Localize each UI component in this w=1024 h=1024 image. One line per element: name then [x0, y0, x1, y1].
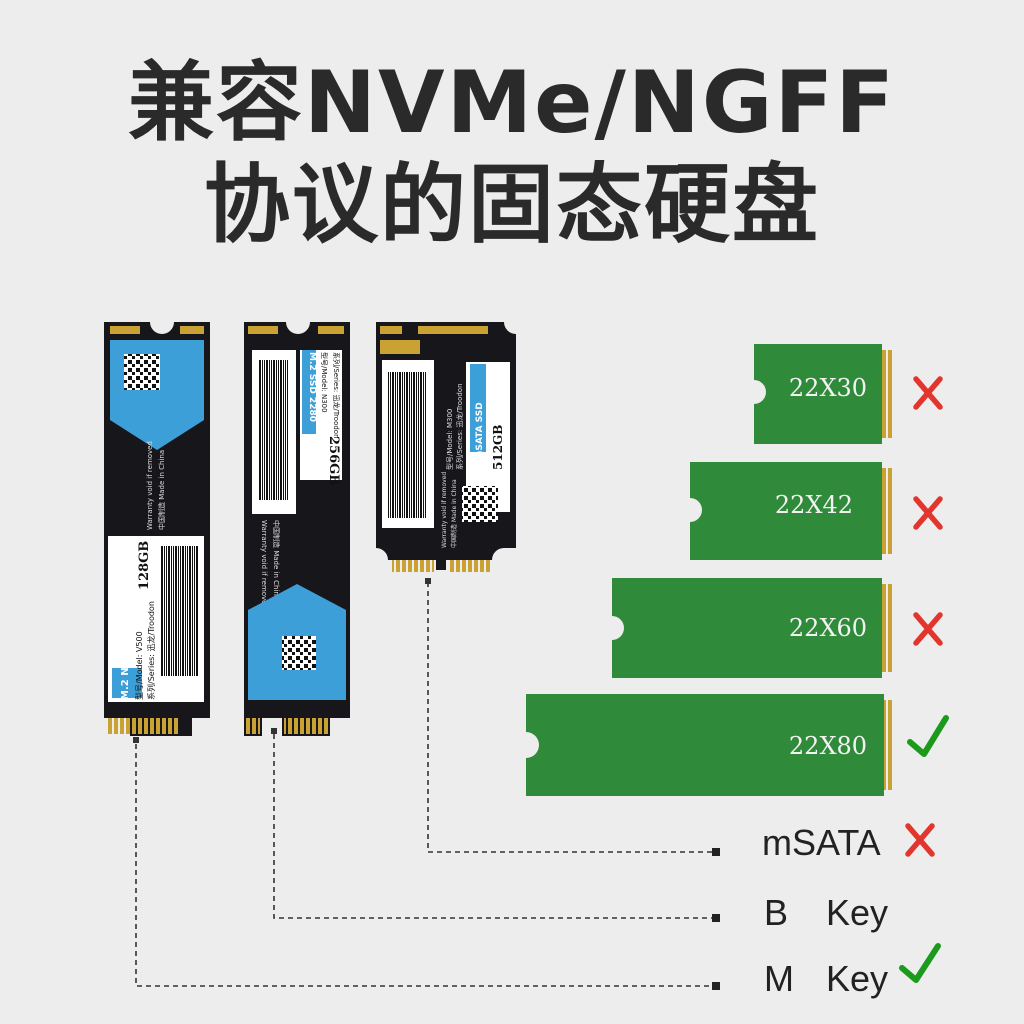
- qr-code-icon: [462, 486, 498, 522]
- size-label: 22X60: [789, 614, 867, 642]
- ssd-origin: 中国制造 Made in China: [272, 520, 281, 600]
- ssd-msata: mSATA SSD 型号/Model: M300 系列/Series: 迅龙/T…: [376, 322, 516, 572]
- b-key-connector: [284, 718, 328, 734]
- size-label: 22X42: [775, 491, 853, 519]
- ssd-capacity: 128GB: [137, 541, 152, 590]
- leader-b-key: [273, 734, 712, 919]
- ssd-model: 型号/Model: V500: [135, 631, 144, 700]
- ssd-model-line: M.2 SSD 2280: [307, 352, 317, 422]
- size-label: 22X30: [789, 374, 867, 402]
- headline-line-1: 兼容NVMe/NGFF: [128, 53, 896, 153]
- ssd-capacity: 512GB: [491, 425, 505, 470]
- ssd-m2-nvme: M.2 NVMe SSD 2280 型号/Model: V500 系列/Seri…: [104, 322, 210, 736]
- qr-code-icon: [124, 354, 160, 390]
- board-22x30: 22X30: [754, 344, 892, 444]
- ssd-series: 系列/Series: 迅龙/Troodon: [332, 352, 341, 439]
- check-icon: [907, 715, 949, 757]
- leader-lines: [135, 582, 712, 987]
- headline-line-2: 协议的固态硬盘: [204, 155, 820, 255]
- barcode-icon: [160, 546, 198, 676]
- ssd-series: 系列/Series: 迅龙/Troodon: [455, 383, 464, 470]
- qr-code-icon: [282, 636, 316, 670]
- ssd-origin: 中国制造 Made in China: [450, 479, 458, 548]
- key-word: Key: [826, 958, 889, 999]
- ssd-warranty: Warranty void if removed: [441, 472, 448, 548]
- ssd-model-line: M.2 NVMe SSD 2280: [120, 586, 131, 700]
- leader-m-key: [135, 744, 712, 987]
- m-key-connector: [108, 718, 178, 734]
- barcode-icon: [388, 372, 426, 518]
- ssd-m2-sata: M.2 SSD 2280 型号/Model: N300 系列/Series: 迅…: [244, 322, 350, 736]
- barcode-icon: [258, 360, 288, 500]
- ssd-model: 型号/Model: N300: [320, 352, 329, 413]
- key-label-m-key: M Key: [764, 958, 888, 1000]
- ssd-origin: 中国制造 Made in China: [157, 450, 166, 530]
- board-22x42: 22X42: [690, 462, 892, 560]
- key-prefix: B: [764, 892, 789, 933]
- ssd-model: 型号/Model: M300: [445, 409, 454, 470]
- leader-msata: [427, 582, 712, 853]
- check-icon: [899, 943, 941, 983]
- ssd-warranty: Warranty void if removed: [260, 520, 268, 609]
- board-22x80: 22X80: [526, 694, 894, 796]
- key-label-msata: mSATA: [762, 822, 881, 864]
- board-22x60: 22X60: [612, 578, 892, 678]
- cross-icon: [905, 823, 935, 857]
- cross-icon: [913, 376, 943, 410]
- ssd-warranty: Warranty void if removed: [146, 441, 154, 530]
- size-label: 22X80: [789, 732, 867, 760]
- key-word: Key: [826, 892, 889, 933]
- key-label-b-key: B Key: [764, 892, 888, 934]
- ssd-capacity: 256GB: [326, 436, 341, 485]
- key-label-text: mSATA: [762, 822, 881, 863]
- cross-icon: [913, 496, 943, 530]
- key-prefix: M: [764, 958, 794, 999]
- headline: 兼容NVMe/NGFF 协议的固态硬盘: [0, 52, 1024, 256]
- cross-icon: [913, 612, 943, 646]
- ssd-series: 系列/Series: 迅龙/Troodon: [146, 601, 156, 700]
- msata-connector: [392, 560, 434, 572]
- ssd-model-line: mSATA SSD: [475, 402, 485, 460]
